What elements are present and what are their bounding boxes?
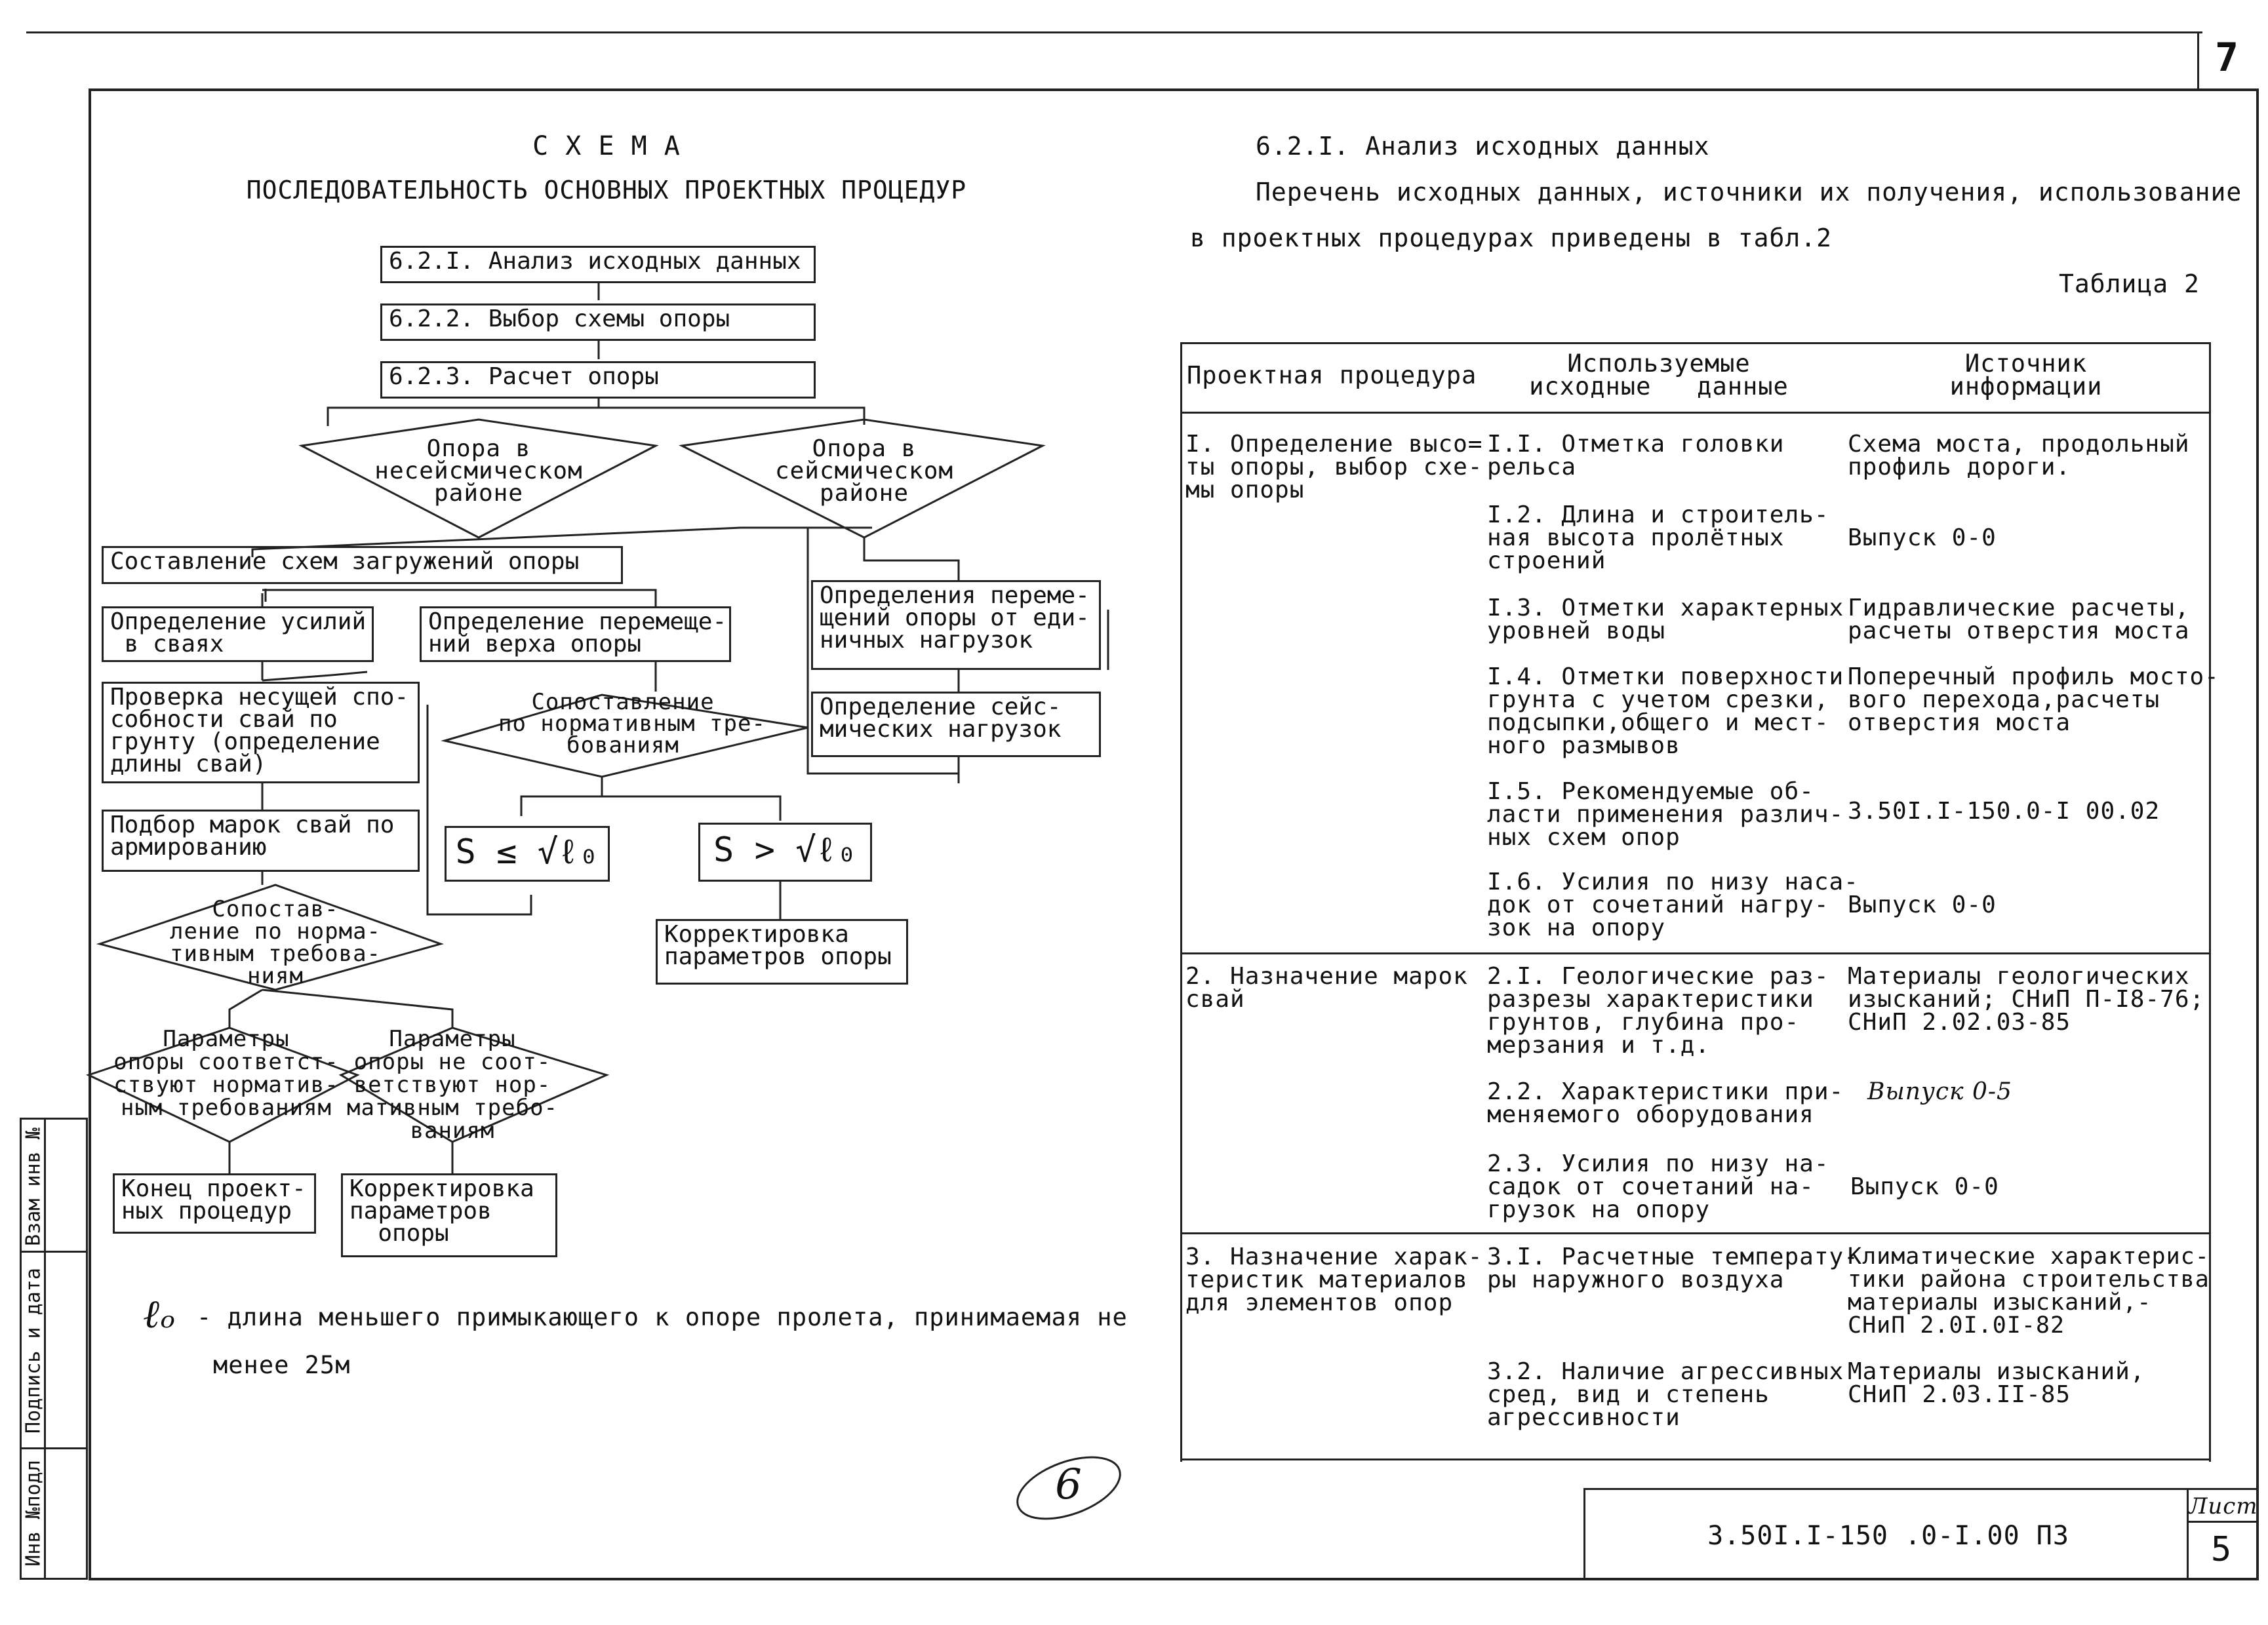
schema-subtitle: ПОСЛЕДОВАТЕЛЬНОСТЬ ОСНОВНЫХ ПРОЕКТНЫХ ПР… [246,176,967,205]
table-left-rule [1180,342,1182,1462]
end-procedures-box: Конец проект- ных процедур [113,1173,316,1234]
group-2-rule [1180,952,2211,954]
pagebox-left [2197,31,2199,90]
row-1-6-data: I.6. Усилия по низу наса- док от сочетан… [1487,869,1859,941]
row-1-5-source: 3.50I.I-150.0-I 00.02 [1848,798,2160,825]
table-bottom-rule [1180,1459,2211,1460]
ineq-gt-box: S > √ℓ₀ [698,823,872,882]
row-1-6-source: Выпуск 0-0 [1848,891,1997,918]
table-top-rule [1180,342,2211,344]
params-ok: Параметры опоры соответст- ствуют нормат… [113,1026,339,1121]
handwritten-mark: 6 [1010,1452,1128,1524]
frame-left [89,88,91,1580]
row-3-1-data: 3.I. Расчетные температу- ры наружного в… [1487,1243,1859,1293]
correct-params-bottom-box: Корректировка параметров опоры [341,1173,557,1257]
row-1-1-source: Схема моста, продольный профиль дороги. [1848,431,2190,480]
row-3-2-data: 3.2. Наличие агрессивных сред, вид и сте… [1487,1358,1844,1431]
step-1-box: 6.2.I. Анализ исходных данных [380,246,816,283]
table-header-procedure: Проектная процедура [1187,361,1477,389]
row-1-4-data: I.4. Отметки поверхности грунта с учетом… [1487,663,1844,759]
params-not-ok: Параметры опоры не соот- ветствуют нор- … [346,1026,559,1144]
footnote-line-2: менее 25м [213,1351,351,1379]
table-header-source: Источник информации [1949,349,2103,401]
group-3-procedure: 3. Назначение харак- теристик материалов… [1185,1243,1483,1316]
handwritten-digit: 6 [1055,1460,1083,1509]
step-2-box: 6.2.2. Выбор схемы опоры [380,303,816,341]
footnote-line-1: - длина меньшего примыкающего к опоре пр… [197,1303,1128,1331]
section-heading: 6.2.I. Анализ исходных данных [1256,132,1710,161]
table-header-rule [1180,412,2211,414]
group-3-rule [1180,1232,2211,1234]
row-3-2-source: Материалы изысканий, СНиП 2.03.II-85 [1848,1358,2145,1408]
compose-load-schemes-box: Составление схем загружений опоры [102,546,623,584]
row-2-3-source: Выпуск 0-0 [1850,1173,1999,1200]
row-2-2-data: 2.2. Характеристики при- меняемого обору… [1487,1078,1844,1128]
decision-seismic: Опора в сейсмическом районе [774,435,954,507]
step-3-box: 6.2.3. Расчет опоры [380,361,816,399]
stamp-left-rule [1583,1488,1585,1580]
ineq-le-box: S ≤ √ℓ₀ [445,826,610,882]
frame-top [89,88,2259,91]
row-1-5-data: I.5. Рекомендуемые об- ласти применения … [1487,778,1844,851]
stamp-designation: 3.50I.I-150 .0-I.00 ПЗ [1707,1521,2069,1551]
table-right-rule [2209,342,2211,1462]
top-rule [26,31,2202,33]
row-2-2-source: Выпуск 0-5 [1867,1078,2012,1105]
schema-title: С Х Е М А [532,131,681,161]
bearing-check-box: Проверка несущей спо- собности свай по г… [102,682,420,783]
group-1-procedure: I. Определение высо= ты опоры, выбор схе… [1185,431,1483,503]
stamp-sheet-divider [2187,1488,2189,1580]
stamp-sheet-label: Лист [2189,1493,2258,1519]
seismic-loads-box: Определение сейс- мических нагрузок [811,692,1101,757]
unit-displacement-box: Определения переме- щений опоры от еди- … [811,580,1101,670]
correct-params-right-box: Корректировка параметров опоры [656,919,908,985]
table-header-data: Используемые исходные данные [1529,349,1789,401]
row-2-3-data: 2.3. Усилия по низу на- садок от сочетан… [1487,1150,1829,1223]
section-para-line-1: Перечень исходных данных, источники их п… [1256,178,2242,206]
decision-nonseismic: Опора в несейсмическом районе [374,435,583,507]
row-2-1-source: Материалы геологических изысканий; СНиП … [1848,963,2205,1036]
stamp-top-rule [1583,1488,2259,1490]
stamp-sheet-number: 5 [2210,1530,2233,1569]
pile-selection-box: Подбор марок свай по армированию [102,810,420,872]
row-2-1-data: 2.I. Геологические раз- разрезы характер… [1487,963,1829,1059]
compare-norms-left: Сопостав- ление по норма- тивным требова… [169,896,382,989]
row-1-2-data: I.2. Длина и строитель- ная высота пролё… [1487,501,1829,574]
page-number: 7 [2215,35,2240,81]
frame-bottom [89,1578,2259,1580]
compare-norms-mid: Сопоставление по нормативным тре- бовани… [498,689,766,758]
section-para-line-2: в проектных процедурах приведены в табл.… [1190,224,1832,252]
margin-stamp: Инв №подл Подпись и дата Взам инв № [20,1118,88,1580]
row-1-4-source: Поперечный профиль мосто- вого перехода,… [1848,663,2219,736]
stamp-sheet-hrule [2187,1521,2259,1523]
row-1-1-data: I.I. Отметка головки рельса [1487,431,1785,480]
frame-right [2256,88,2259,1580]
row-1-3-source: Гидравлические расчеты, расчеты отверсти… [1848,595,2190,644]
row-1-3-data: I.3. Отметки характерных уровней воды [1487,595,1844,644]
row-1-2-source: Выпуск 0-0 [1848,524,1997,551]
group-2-procedure: 2. Назначение марок свай [1185,963,1468,1013]
table-label: Таблица 2 [2059,269,2200,298]
row-3-1-source: Климатические характерис- тики района ст… [1848,1243,2210,1339]
footnote-symbol: ℓₒ [143,1291,176,1337]
forces-in-piles-box: Определение усилий в сваях [102,606,374,662]
top-displacement-box: Определение перемеще- ний верха опоры [420,606,731,662]
